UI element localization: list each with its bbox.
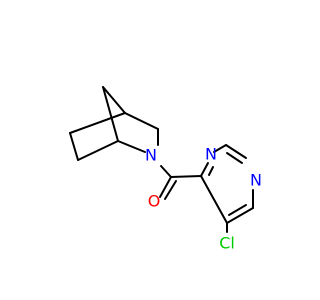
bond-c5-c6: [69, 132, 79, 161]
bond-carbonyl-to-ring: [170, 175, 202, 178]
bond-carbonyl-co-1: [159, 176, 172, 198]
bond-c4-c5: [69, 112, 126, 134]
bond-ch2-c4: [124, 112, 159, 130]
amide-nitrogen-label: N: [145, 146, 157, 165]
bond-c5-c4: [200, 175, 228, 224]
bond-n-carbonyl-c: [160, 165, 172, 178]
bond-c6-c1: [77, 140, 119, 161]
bond-c4-n3-inner: [208, 166, 214, 176]
structure-diagram: N N N O Cl: [69, 86, 262, 253]
ring-nitrogen-top-label: N: [205, 145, 217, 164]
bond-n3-c2: [213, 144, 227, 153]
molecule-canvas: N N N O Cl: [69, 86, 262, 253]
bond-carbonyl-co-2: [164, 180, 177, 200]
bond-c2-n1: [225, 144, 247, 159]
ring-nitrogen-right-label: N: [250, 171, 262, 190]
bond-c4-n3: [200, 162, 209, 177]
bond-c6-c5-inner: [228, 204, 247, 216]
carbonyl-oxygen-label: O: [148, 192, 161, 211]
bond-c6-c5: [226, 207, 254, 224]
bond-c7-c1-bridge: [102, 86, 119, 142]
bond-c1-bridgehead-n: [117, 140, 146, 153]
chlorine-label: Cl: [219, 234, 235, 253]
bond-c4-c7-bridge: [102, 86, 126, 114]
bond-c2-n1-inner: [226, 152, 243, 164]
